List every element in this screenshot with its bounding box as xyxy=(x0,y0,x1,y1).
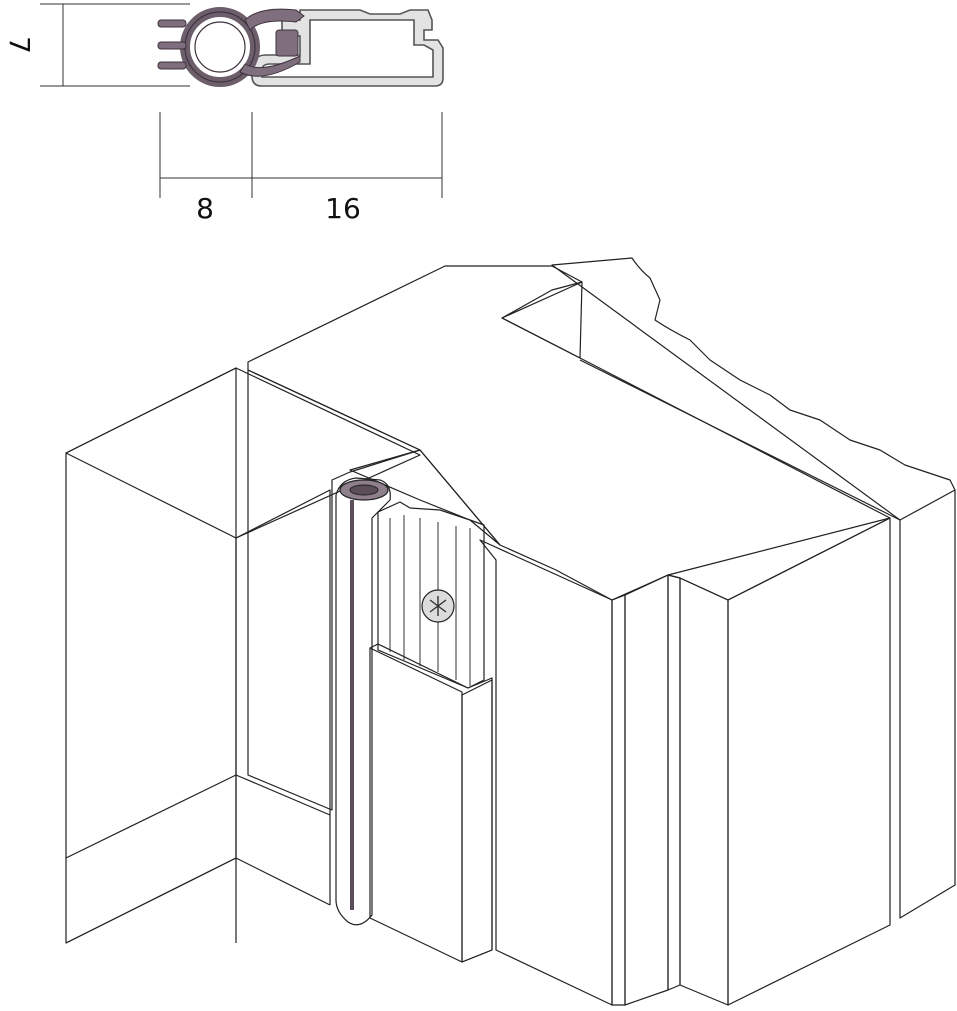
rubber-seal xyxy=(335,477,391,926)
seal-width-label: 8 xyxy=(196,192,214,225)
frame-outer-face xyxy=(727,517,891,1006)
frame-front-face xyxy=(479,539,613,1006)
frame-strip-3 xyxy=(667,574,681,991)
aluminium-profile xyxy=(377,501,485,689)
frame-right-face xyxy=(679,577,729,1006)
cover-cap xyxy=(369,643,493,963)
frame-strip-2 xyxy=(624,574,669,1006)
profile-cross-section: 7 8 16 xyxy=(3,3,444,225)
frame-strip-1 xyxy=(611,594,626,1006)
frame-left-face xyxy=(247,369,421,811)
screw-icon xyxy=(421,589,455,623)
isometric-view xyxy=(65,257,956,1006)
height-dimension-label: 7 xyxy=(3,36,36,54)
rubber-seal-section xyxy=(157,7,305,87)
frame-top-face xyxy=(247,265,891,601)
profile-width-label: 16 xyxy=(325,192,361,225)
door-leaf xyxy=(65,367,421,944)
frame-side-face xyxy=(501,281,583,359)
